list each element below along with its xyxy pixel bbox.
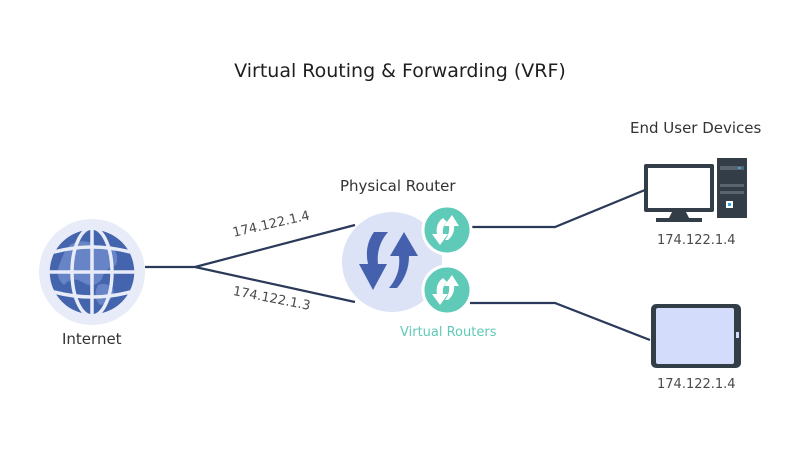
physical-router-label: Physical Router xyxy=(340,177,456,195)
lower-link-line xyxy=(194,265,356,304)
virtual-router-icon-2 xyxy=(421,264,473,316)
upper-link-line xyxy=(194,223,356,269)
end-user-devices-label: End User Devices xyxy=(630,119,762,137)
physical-router-icon xyxy=(342,212,442,312)
tablet-ip: 174.122.1.4 xyxy=(657,377,736,392)
connection-lines xyxy=(145,188,651,342)
desktop-ip: 174.122.1.4 xyxy=(657,233,736,248)
internet-label: Internet xyxy=(62,330,122,348)
tablet-icon xyxy=(651,304,741,368)
tablet-link-line xyxy=(470,301,651,342)
desktop-computer-icon xyxy=(644,158,747,222)
virtual-router-icon-1 xyxy=(421,204,473,256)
diagram-title: Virtual Routing & Forwarding (VRF) xyxy=(234,60,566,82)
globe-icon xyxy=(39,219,145,325)
virtual-routers-label: Virtual Routers xyxy=(400,325,497,340)
desktop-link-line xyxy=(470,188,646,229)
